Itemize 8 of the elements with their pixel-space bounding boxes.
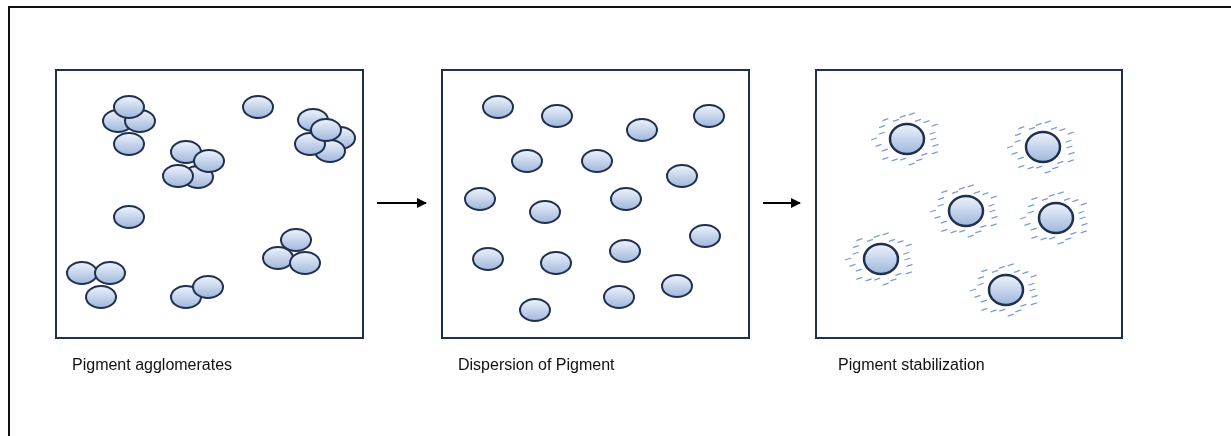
panel-box [815,69,1123,339]
panel-box [55,69,364,339]
arrow [376,198,427,208]
panel-caption: Dispersion of Pigment [458,356,615,374]
panel-caption: Pigment stabilization [838,356,985,374]
panel-caption: Pigment agglomerates [72,356,233,374]
arrow [762,198,801,208]
panel-box [441,69,750,339]
